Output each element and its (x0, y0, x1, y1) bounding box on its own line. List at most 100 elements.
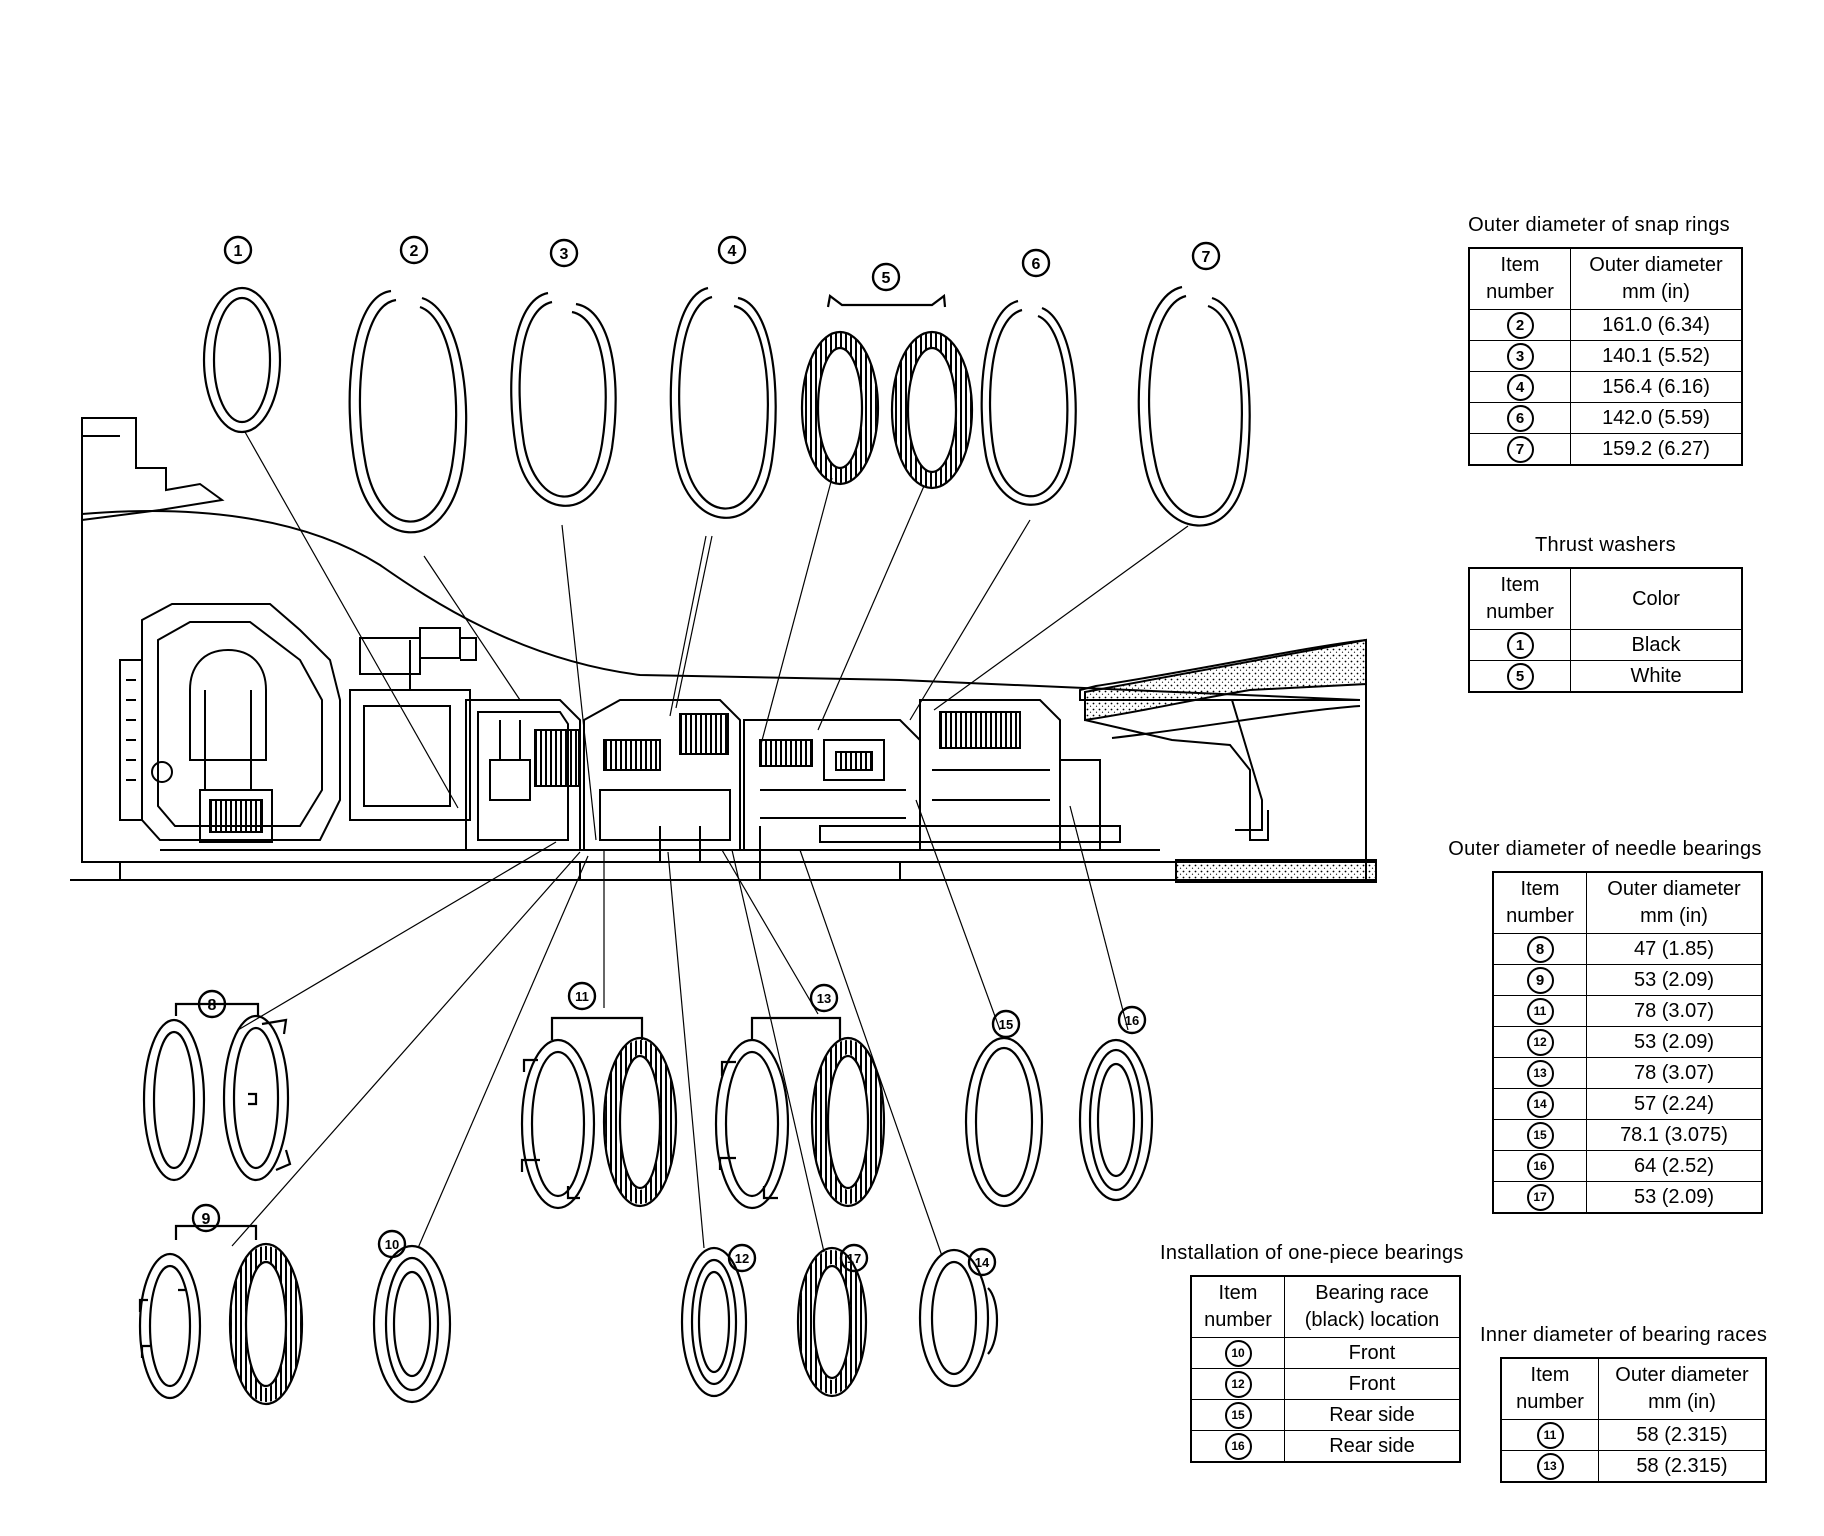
header-outer-diameter: Outer diameter mm (in) (1586, 871, 1763, 934)
table-row: 3 140.1 (5.52) (1468, 340, 1743, 372)
part-4-snap-ring (669, 286, 777, 519)
item-number-cell: 16 (1492, 1150, 1587, 1182)
value-cell: 161.0 (6.34) (1570, 309, 1743, 341)
value-cell: Rear side (1284, 1430, 1461, 1463)
part-1-thrust-washer (202, 286, 282, 434)
item-number: 3 (1506, 342, 1534, 370)
svg-text:4: 4 (728, 243, 737, 260)
table-row: 11 78 (3.07) (1492, 995, 1763, 1027)
svg-text:14: 14 (975, 1255, 990, 1270)
part-11-needle-bearing (520, 1016, 678, 1210)
item-number: 2 (1506, 311, 1534, 339)
svg-text:1: 1 (234, 243, 243, 260)
item-number: 5 (1506, 662, 1534, 690)
callout-3: 3 (549, 238, 579, 268)
item-number-cell: 12 (1190, 1368, 1285, 1400)
item-number-cell: 15 (1190, 1399, 1285, 1431)
table-row: 5 White (1468, 660, 1743, 693)
part-7-snap-ring (1137, 285, 1251, 527)
item-number: 11 (1536, 1421, 1564, 1449)
svg-text:17: 17 (847, 1251, 861, 1266)
value-cell: 64 (2.52) (1586, 1150, 1763, 1182)
value-cell: 53 (2.09) (1586, 964, 1763, 996)
header-outer-diameter: Outer diameter mm (in) (1570, 247, 1743, 310)
callout-5: 5 (871, 262, 901, 292)
callout-7: 7 (1191, 241, 1221, 271)
svg-text:13: 13 (817, 991, 831, 1006)
snap-rings-table: Outer diameter of snap rings Item number… (1455, 214, 1743, 466)
item-number: 12 (1224, 1370, 1252, 1398)
bearing-races-table: Inner diameter of bearing races Item num… (1480, 1324, 1767, 1483)
part-6-snap-ring (980, 299, 1077, 506)
svg-text:6: 6 (1032, 256, 1041, 273)
item-number-cell: 6 (1468, 402, 1571, 434)
callout-16: 16 (1117, 1005, 1147, 1035)
item-number-cell: 7 (1468, 433, 1571, 466)
part-10-one-piece-bearing (372, 1244, 452, 1404)
item-number: 8 (1526, 935, 1554, 963)
snap-rings-caption: Outer diameter of snap rings (1468, 214, 1730, 236)
callout-2: 2 (399, 235, 429, 265)
item-number-cell: 5 (1468, 660, 1571, 693)
item-number-cell: 13 (1500, 1450, 1599, 1483)
callout-8: 8 (197, 989, 227, 1019)
needle-bearings-table: Outer diameter of needle bearings Item n… (1447, 838, 1763, 1214)
value-cell: 140.1 (5.52) (1570, 340, 1743, 372)
part-5-thrust-washers (800, 293, 974, 490)
callout-9: 9 (191, 1203, 221, 1233)
callout-1: 1 (223, 235, 253, 265)
value-cell: 156.4 (6.16) (1570, 371, 1743, 403)
item-number-cell: 17 (1492, 1181, 1587, 1214)
item-number-cell: 13 (1492, 1057, 1587, 1089)
item-number: 12 (1526, 1028, 1554, 1056)
item-number-cell: 12 (1492, 1026, 1587, 1058)
svg-text:2: 2 (410, 243, 419, 260)
item-number: 4 (1506, 373, 1534, 401)
item-number-cell: 8 (1492, 933, 1587, 965)
item-number-cell: 1 (1468, 629, 1571, 661)
part-9-needle-bearing (138, 1224, 304, 1406)
item-number: 6 (1506, 404, 1534, 432)
value-cell: Front (1284, 1337, 1461, 1369)
item-number: 16 (1224, 1432, 1252, 1460)
header-bearing-race-location: Bearing race (black) location (1284, 1275, 1461, 1338)
value-cell: Black (1570, 629, 1743, 661)
callout-15: 15 (991, 1009, 1021, 1039)
value-cell: 159.2 (6.27) (1570, 433, 1743, 466)
item-number: 10 (1224, 1339, 1252, 1367)
value-cell: 58 (2.315) (1598, 1450, 1767, 1483)
value-cell: 53 (2.09) (1586, 1181, 1763, 1214)
svg-text:16: 16 (1125, 1013, 1139, 1028)
item-number-cell: 10 (1190, 1337, 1285, 1369)
item-number: 15 (1224, 1401, 1252, 1429)
svg-text:15: 15 (999, 1017, 1013, 1032)
header-item-number: Item number (1492, 871, 1587, 934)
value-cell: White (1570, 660, 1743, 693)
value-cell: Rear side (1284, 1399, 1461, 1431)
value-cell: 78 (3.07) (1586, 995, 1763, 1027)
table-row: 2 161.0 (6.34) (1468, 309, 1743, 341)
table-row: 16 Rear side (1190, 1430, 1461, 1463)
callout-17: 17 (839, 1243, 869, 1273)
svg-text:10: 10 (385, 1237, 399, 1252)
table-row: 8 47 (1.85) (1492, 933, 1763, 965)
item-number-cell: 4 (1468, 371, 1571, 403)
header-item-number: Item number (1468, 567, 1571, 630)
value-cell: 47 (1.85) (1586, 933, 1763, 965)
value-cell: 78.1 (3.075) (1586, 1119, 1763, 1151)
header-item-number: Item number (1500, 1357, 1599, 1420)
item-number: 7 (1506, 435, 1534, 463)
item-number: 11 (1526, 997, 1554, 1025)
part-2-snap-ring (348, 289, 468, 534)
